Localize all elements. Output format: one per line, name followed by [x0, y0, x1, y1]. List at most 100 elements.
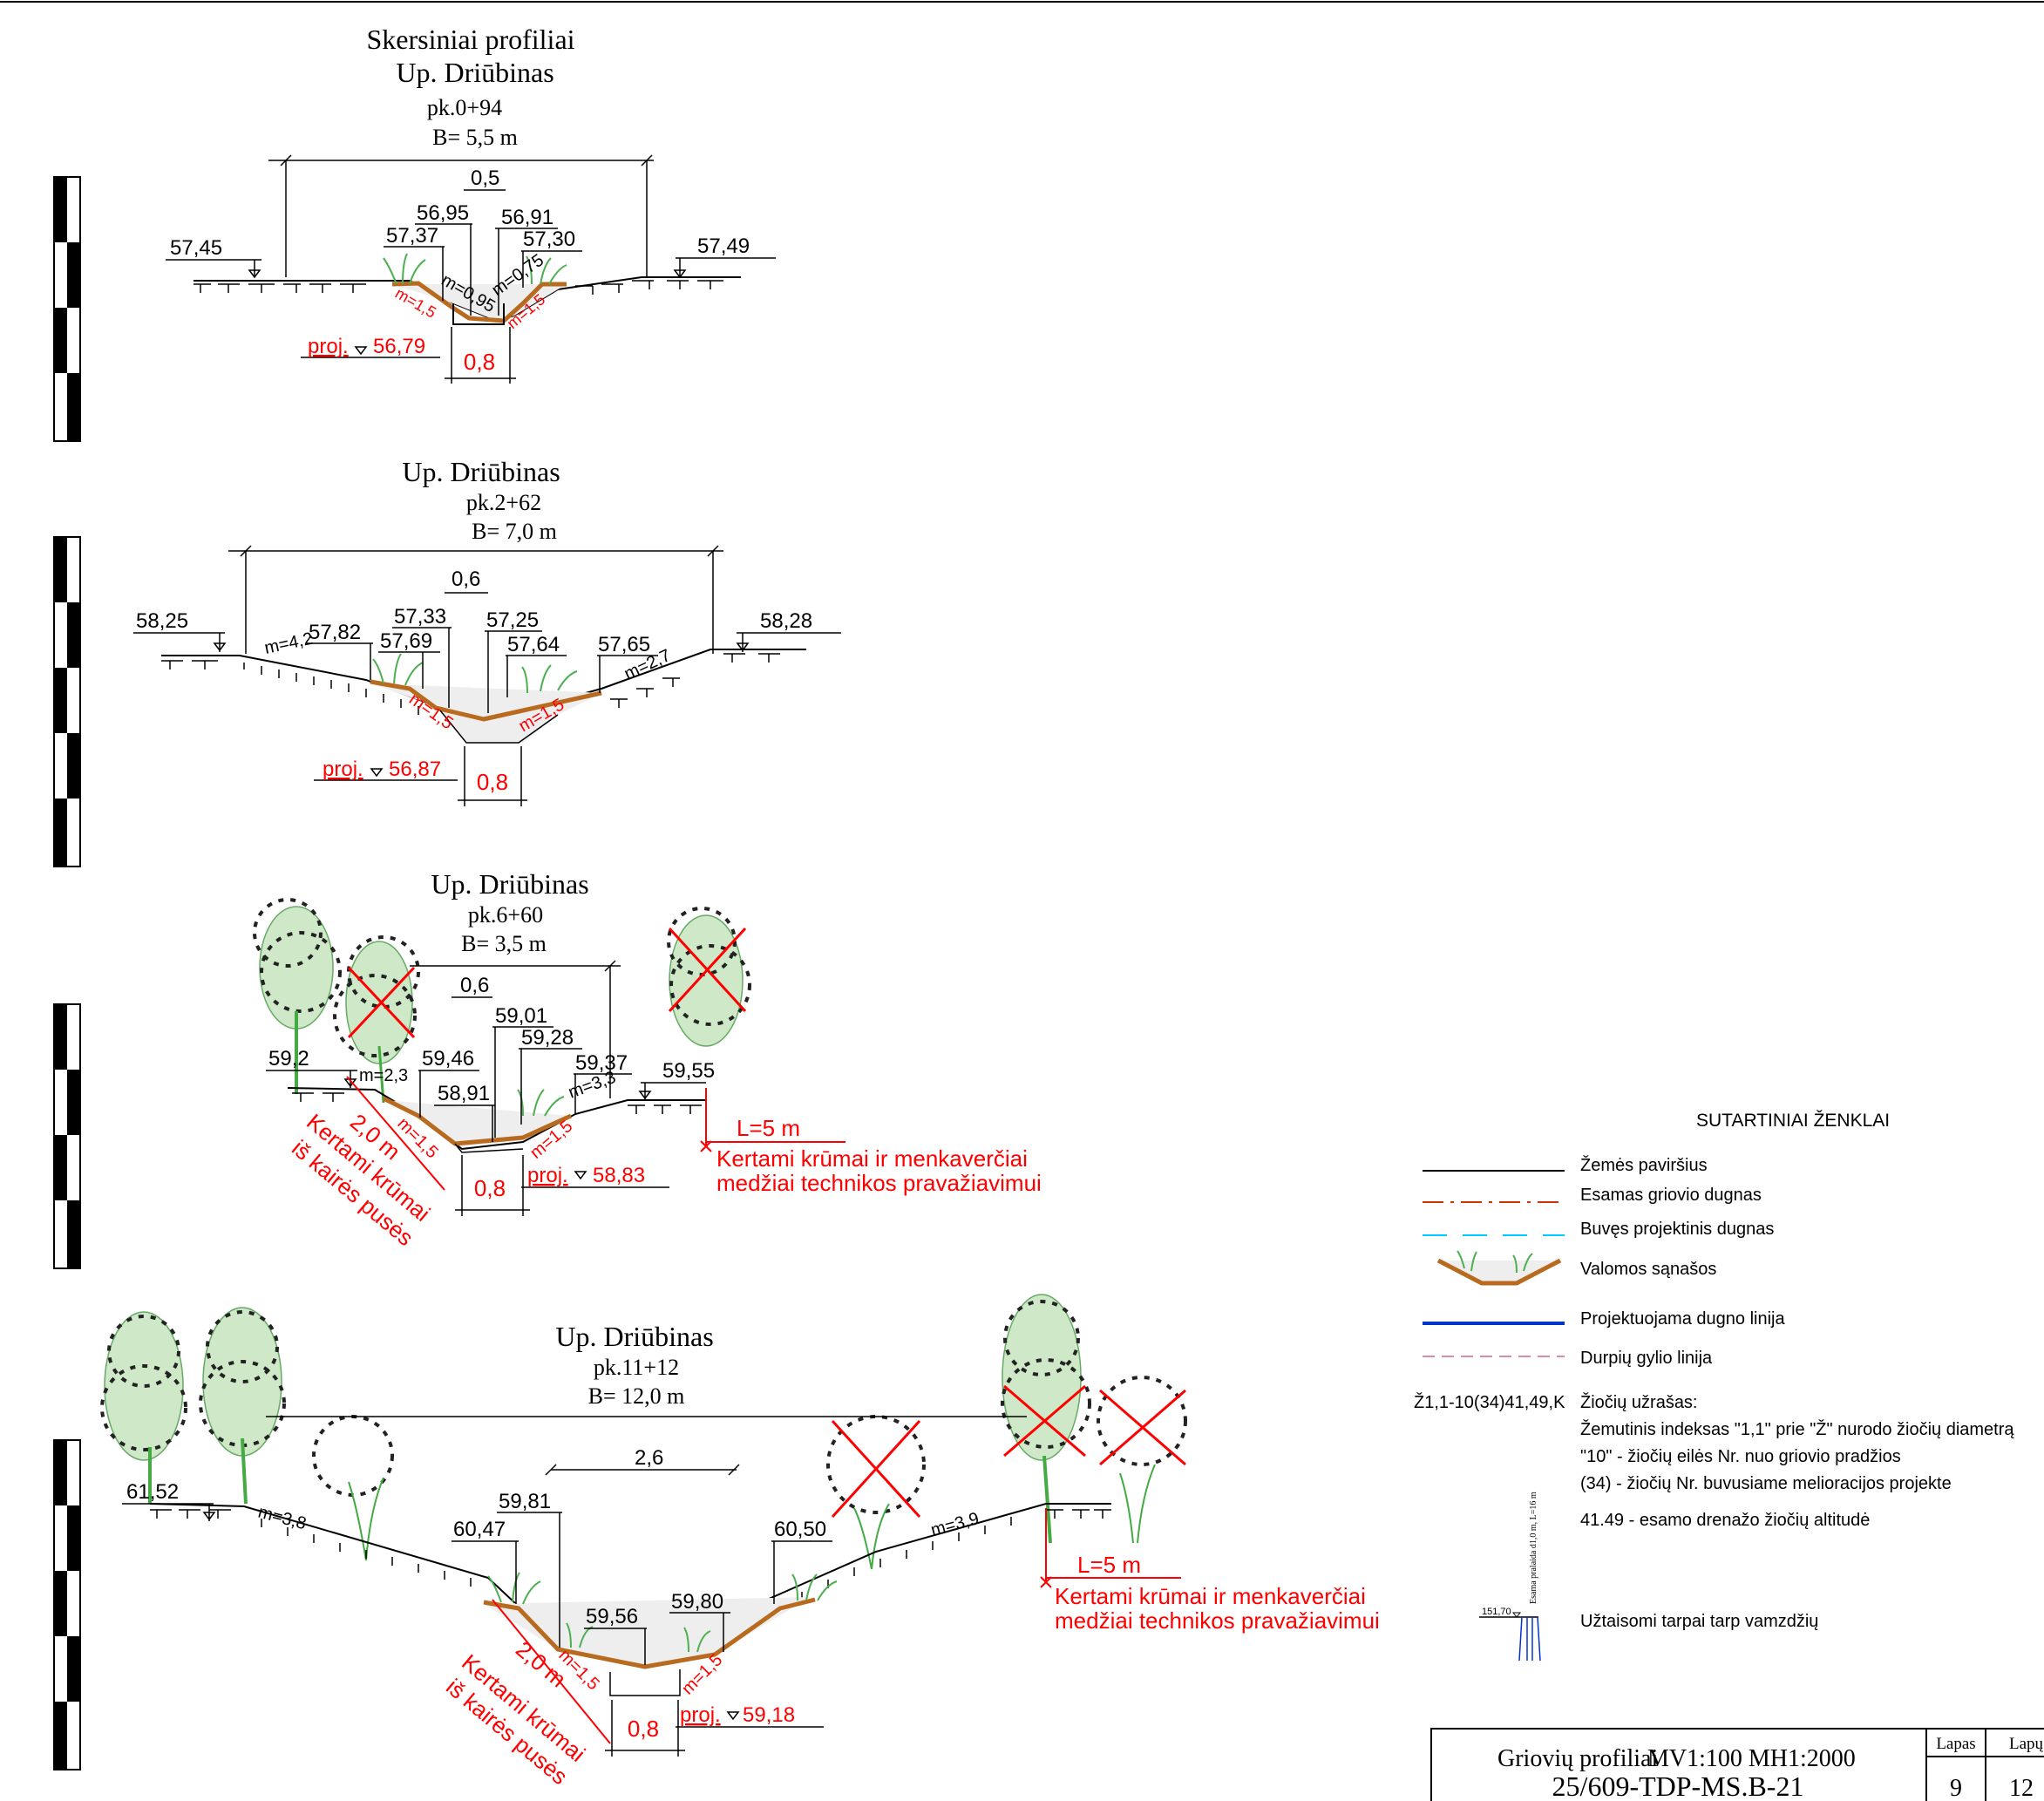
- section-3-cut-len: L=5 m: [737, 1115, 800, 1141]
- main-title: Skersiniai profiliai: [366, 24, 574, 55]
- section-3-dim-top: 0,6: [460, 974, 489, 997]
- scale-bar-4: [53, 1439, 81, 1770]
- section-1-bottom-left: 56,95: [417, 201, 469, 225]
- section-3-bottom-left: 58,91: [438, 1082, 490, 1105]
- section-2-bank-left: 57,69: [380, 629, 432, 653]
- section-3-bank-left: 59,46: [422, 1047, 474, 1070]
- title-block-scale: MV1:100 MH1:2000: [1647, 1745, 1856, 1772]
- section-4-dim-top: 2,6: [635, 1446, 663, 1470]
- section-4-proj-value: 59,18: [743, 1703, 795, 1727]
- section-3-slope-left: m=2,3: [359, 1066, 408, 1085]
- legend-label-peat: Durpių gylio linija: [1580, 1349, 1713, 1368]
- legend-title: SUTARTINIAI ŽENKLAI: [1696, 1111, 1890, 1131]
- section-1-bottom-width: 0,8: [464, 349, 495, 375]
- section-4-cut-right-2: medžiai technikos pravažiavimui: [1055, 1607, 1380, 1634]
- title-block-lapu: 12: [2009, 1775, 2034, 1801]
- section-1-right-ground: 57,49: [697, 234, 750, 258]
- legend-label-pipe: Užtaisomi tarpai tarp vamzdžių: [1580, 1612, 1818, 1631]
- section-3-cut-right-2: medžiai technikos pravažiavimui: [716, 1170, 1042, 1196]
- section-3-bank-right: 59,37: [575, 1051, 628, 1075]
- legend-sample-title: Žiočių užrašas:: [1580, 1392, 1698, 1412]
- section-4-bottom-width: 0,8: [628, 1716, 659, 1742]
- section-3-proj-label: proj.: [527, 1164, 568, 1187]
- legend-sample-code: Ž1,1-10(34)41,49,K: [1414, 1392, 1565, 1412]
- section-3: Up. Driūbinas pk.6+60 B= 3,5 m 0,6 0,8 5…: [253, 868, 1042, 1251]
- section-4-top-left: 59,81: [499, 1490, 551, 1513]
- title-block-code: 25/609-TDP-MS.B-21: [1552, 1770, 1804, 1801]
- legend-label-bottom: Esamas griovio dugnas: [1580, 1186, 1762, 1205]
- tree-icon: [1097, 1376, 1187, 1544]
- section-4-slope-left: m=3,8: [256, 1503, 309, 1534]
- pipe-caption: Esama pralaida d1,0 m, L=16 m: [1529, 1492, 1538, 1604]
- section-2-bottom-right: 57,25: [486, 608, 539, 632]
- section-1-dim-top: 0,5: [471, 167, 499, 190]
- title-block-lapas: 9: [1950, 1775, 1962, 1801]
- tree-icon: [199, 1307, 286, 1505]
- tree-icon: [100, 1311, 187, 1504]
- legend-label-proj: Projektuojama dugno linija: [1580, 1309, 1785, 1329]
- legend-label-former: Buvęs projektinis dugnas: [1580, 1220, 1774, 1239]
- section-4-bottom: 59,56: [586, 1605, 638, 1628]
- title-block-lapu-label: Lapų: [2009, 1735, 2044, 1753]
- legend-label-ground: Žemės paviršius: [1580, 1155, 1708, 1175]
- section-2-dim-top: 0,6: [452, 567, 480, 591]
- section-2-width: B= 7,0 m: [472, 519, 557, 544]
- section-2-left-ground: 58,25: [136, 609, 188, 633]
- tree-icon: [333, 935, 420, 1104]
- tree-icon: [253, 898, 342, 1094]
- section-4-cut-right-1: Kertami krūmai ir menkaverčiai: [1055, 1583, 1366, 1609]
- section-4-width: B= 12,0 m: [588, 1383, 685, 1409]
- section-2-pk: pk.2+62: [466, 490, 541, 515]
- section-4-slope-right: m=3,9: [929, 1509, 981, 1540]
- legend-note-3: (34) - žiočių Nr. buvusiame melioracijos…: [1580, 1474, 1952, 1493]
- section-2-bank-right-outer: 57,65: [598, 633, 650, 656]
- title-block: Griovių profiliai MV1:100 MH1:2000 25/60…: [1430, 1728, 2044, 1801]
- legend-sediment-icon: [1436, 1250, 1562, 1286]
- legend-note-2: "10" - žiočių eilės Nr. nuo griovio prad…: [1580, 1447, 1901, 1466]
- legend: SUTARTINIAI ŽENKLAI Žemės paviršius Esam…: [1414, 1111, 2014, 1662]
- section-1-pk: pk.0+94: [427, 95, 502, 120]
- section-3-right-ground: 59,55: [662, 1059, 715, 1083]
- section-2: Up. Driūbinas pk.2+62 B= 7,0 m 0,6 0,8 5…: [133, 456, 841, 806]
- scale-bar-1: [53, 176, 81, 442]
- legend-label-sediment: Valomos sąnašos: [1580, 1260, 1716, 1279]
- section-3-river: Up. Driūbinas: [431, 868, 588, 900]
- section-3-proj-value: 58,83: [593, 1164, 645, 1187]
- section-1-proj-value: 56,79: [373, 335, 425, 358]
- section-2-bank-right: 57,64: [507, 633, 560, 656]
- section-3-cut-right-1: Kertami krūmai ir menkaverčiai: [716, 1145, 1028, 1172]
- section-4-pk: pk.11+12: [594, 1355, 679, 1380]
- section-1-river: Up. Driūbinas: [396, 57, 553, 88]
- tree-icon: [667, 907, 751, 1047]
- legend-note-4: 41.49 - esamo drenažo žiočių altitudė: [1580, 1511, 1870, 1530]
- section-1-width: B= 5,5 m: [432, 125, 518, 150]
- section-3-width: B= 3,5 m: [461, 931, 547, 956]
- section-4-bank-right: 60,50: [774, 1518, 826, 1541]
- legend-note-1: Žemutinis indeksas "1,1" prie "Ž" nurodo…: [1580, 1419, 2014, 1439]
- section-3-top-left: 59,01: [495, 1004, 547, 1028]
- section-4-river: Up. Driūbinas: [555, 1321, 713, 1352]
- section-1-proj-label: proj.: [308, 335, 349, 358]
- tree-icon: [1001, 1294, 1091, 1544]
- section-2-slope-left: m=4,2: [262, 629, 315, 658]
- section-4-cut-len: L=5 m: [1077, 1552, 1141, 1578]
- section-3-left-ground: 59,2: [268, 1047, 309, 1070]
- title-block-title: Griovių profiliai: [1497, 1745, 1659, 1772]
- section-1-bottom-right: 56,91: [501, 206, 553, 229]
- section-4-left-ground: 61,52: [126, 1480, 179, 1504]
- section-2-bank-left-outer: 57,82: [309, 621, 361, 644]
- section-1-left-ground: 57,45: [170, 236, 222, 260]
- section-4-bank-left: 60,47: [453, 1518, 506, 1541]
- section-1: Skersiniai profiliai Up. Driūbinas pk.0+…: [166, 24, 776, 384]
- section-4-proj-label: proj.: [680, 1703, 721, 1727]
- section-2-proj-label: proj.: [323, 758, 363, 781]
- section-2-proj-value: 56,87: [389, 758, 441, 781]
- section-3-top-right: 59,28: [521, 1026, 574, 1050]
- section-2-right-ground: 58,28: [760, 609, 812, 633]
- shrub-icon: [826, 1415, 926, 1570]
- section-2-river: Up. Driūbinas: [402, 456, 560, 487]
- section-4-bottom-right: 59,80: [671, 1590, 723, 1614]
- section-4: Up. Driūbinas pk.11+12 B= 12,0 m 2,6 0,8…: [100, 1294, 1380, 1790]
- title-block-lapas-label: Lapas: [1936, 1735, 1975, 1753]
